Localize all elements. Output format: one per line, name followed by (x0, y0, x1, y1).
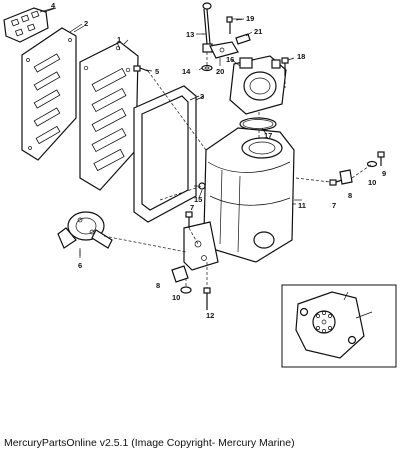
part-11-manifold-housing (203, 127, 302, 263)
part-7-bolt-lower (185, 211, 193, 228)
callout-9-right: 9 (382, 169, 386, 178)
part-8-grommet-lower (171, 265, 189, 283)
callout-1: 1 (117, 35, 121, 44)
part-1-reed-plate (79, 39, 139, 191)
callout-2: 2 (84, 19, 88, 28)
part-16-throttle-body (229, 55, 287, 115)
part-13-probe (202, 2, 213, 53)
callout-11: 11 (298, 201, 306, 210)
part-21-clip (235, 33, 251, 45)
part-19-screw (226, 16, 242, 34)
part-2-gasket-plate (21, 25, 85, 161)
part-6-valve-assembly (57, 211, 113, 256)
callout-20: 20 (216, 67, 224, 76)
callout-6: 6 (78, 261, 82, 270)
part-15-fastener (194, 182, 206, 190)
callout-10-right: 10 (368, 178, 376, 187)
part-9-bolt-right (377, 151, 385, 166)
image-caption: MercuryPartsOnline v2.5.1 (Image Copyrig… (4, 437, 295, 449)
callout-4: 4 (51, 1, 56, 10)
callout-labels: 4 2 1 5 3 13 19 21 14 20 16 18 17 11 15 … (51, 1, 386, 320)
callout-3: 3 (200, 92, 204, 101)
callout-10-lower: 10 (172, 293, 180, 302)
callout-8-lower: 8 (156, 281, 160, 290)
callout-21: 21 (254, 27, 262, 36)
callout-17: 17 (264, 131, 272, 140)
part-3-gasket-frame (133, 85, 205, 223)
part-10-washer-right (366, 160, 378, 168)
callout-16: 16 (226, 55, 234, 64)
assembly-guide-lines (103, 52, 373, 288)
exploded-parts-diagram: 4 2 1 5 3 13 19 21 14 20 16 18 17 11 15 … (3, 1, 397, 368)
part-18-screw (281, 57, 289, 76)
callout-7-lower: 7 (190, 203, 194, 212)
callout-18: 18 (297, 52, 305, 61)
part-20-bracket (209, 41, 239, 59)
part-10-washer-lower (180, 286, 192, 294)
inset-detail-box (281, 284, 397, 368)
callout-13: 13 (186, 30, 194, 39)
callout-leaders (39, 7, 296, 258)
part-7-bolt-right (329, 179, 343, 186)
part-4-cover-gasket (3, 7, 57, 43)
callout-8-right: 8 (348, 191, 352, 200)
callout-15: 15 (194, 195, 202, 204)
callout-14: 14 (182, 67, 191, 76)
callout-7-right: 7 (332, 201, 336, 210)
callout-5: 5 (155, 67, 159, 76)
callout-19: 19 (246, 14, 254, 23)
part-14-washer (201, 64, 213, 72)
callout-12-lower: 12 (206, 311, 214, 320)
part-5-bolt (133, 65, 149, 72)
part-8-grommet-right (339, 169, 353, 185)
part-12-bolt-lower (203, 287, 211, 310)
